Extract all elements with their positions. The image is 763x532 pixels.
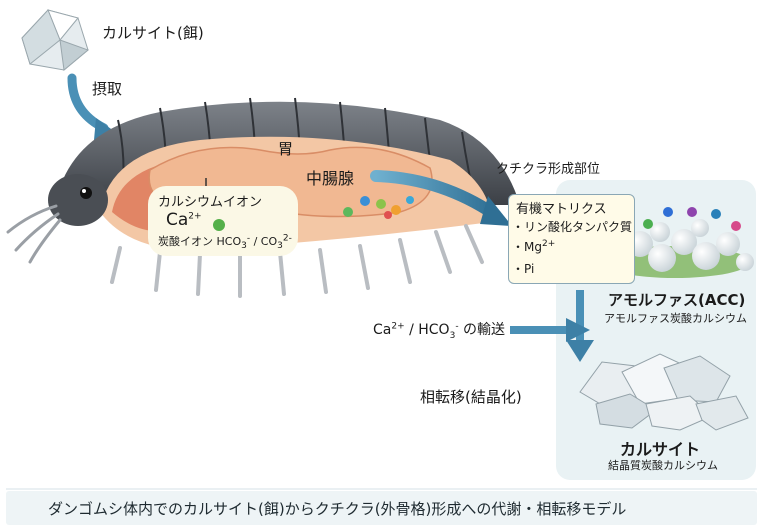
- midgut-gland-label: 中腸腺: [306, 169, 355, 188]
- formation-site-label: クチクラ形成部位: [496, 162, 601, 177]
- acc-particles-icon: [600, 205, 754, 278]
- carbonate2-sub: 3: [277, 241, 283, 252]
- ca-symbol: Ca: [166, 210, 189, 230]
- ion-transport-label: Ca2+ / HCO3- の輸送: [373, 319, 506, 341]
- acc-title: アモルファス(ACC): [608, 291, 746, 309]
- matrix-item-mg: ・Mg2+: [512, 238, 555, 255]
- ca-ion-formula: Ca2+: [166, 210, 202, 230]
- carbonate-sep: / CO: [250, 235, 278, 248]
- carbonate-sub: 3: [241, 241, 247, 252]
- carbonate-ion-label: 炭酸イオン HCO3- / CO32-: [158, 233, 292, 251]
- footer-caption: ダンゴムシ体内でのカルサイト(餌)からクチクラ(外骨格)形成への代謝・相転移モデ…: [48, 500, 627, 518]
- carbonate-sup: -: [246, 233, 251, 244]
- mg-prefix: ・Mg: [512, 240, 542, 254]
- footer-bar: [6, 491, 757, 525]
- matrix-item-pi: ・Pi: [512, 262, 535, 276]
- transport-sub: 3: [449, 330, 456, 341]
- ca-charge: 2+: [188, 211, 202, 222]
- transport-sup: -: [455, 321, 459, 332]
- calcite-title: カルサイト: [620, 440, 701, 459]
- calcite-crystals-icon: [579, 353, 749, 431]
- transport-arrowhead: [480, 196, 512, 226]
- transport-suffix: の輸送: [458, 322, 506, 338]
- calcite-food-label: カルサイト(餌): [102, 24, 204, 42]
- matrix-item-phosphoprotein: ・リン酸化タンパク質: [512, 220, 633, 234]
- carbonate2-sup: 2-: [282, 233, 292, 244]
- transport-mid: / HCO: [404, 322, 450, 338]
- acc-subtitle: アモルファス炭酸カルシウム: [604, 312, 747, 325]
- calcite-subtitle: 結晶質炭酸カルシウム: [608, 459, 718, 472]
- transport-ca: Ca: [373, 322, 392, 338]
- phase-arrowhead: [566, 340, 594, 362]
- organic-matrix-title: 有機マトリクス: [516, 202, 607, 217]
- organic-matrix-box: [508, 194, 635, 284]
- intake-label: 摂取: [92, 80, 123, 98]
- transport-ca-sup: 2+: [391, 321, 405, 332]
- ca-ion-dot-icon: [213, 219, 225, 231]
- calcite-crystal-icon: [21, 9, 89, 71]
- mg-sup: 2+: [541, 239, 556, 249]
- calcium-ion-title: カルシウムイオン: [158, 195, 263, 210]
- ion-transport-arrowhead: [566, 318, 590, 342]
- carbonate-prefix: 炭酸イオン HCO: [158, 235, 242, 248]
- stomach-label: 胃: [278, 140, 294, 158]
- phase-transition-label: 相転移(結晶化): [420, 388, 522, 406]
- midgut-particles: [343, 196, 414, 219]
- transport-arrow-big: [370, 170, 500, 220]
